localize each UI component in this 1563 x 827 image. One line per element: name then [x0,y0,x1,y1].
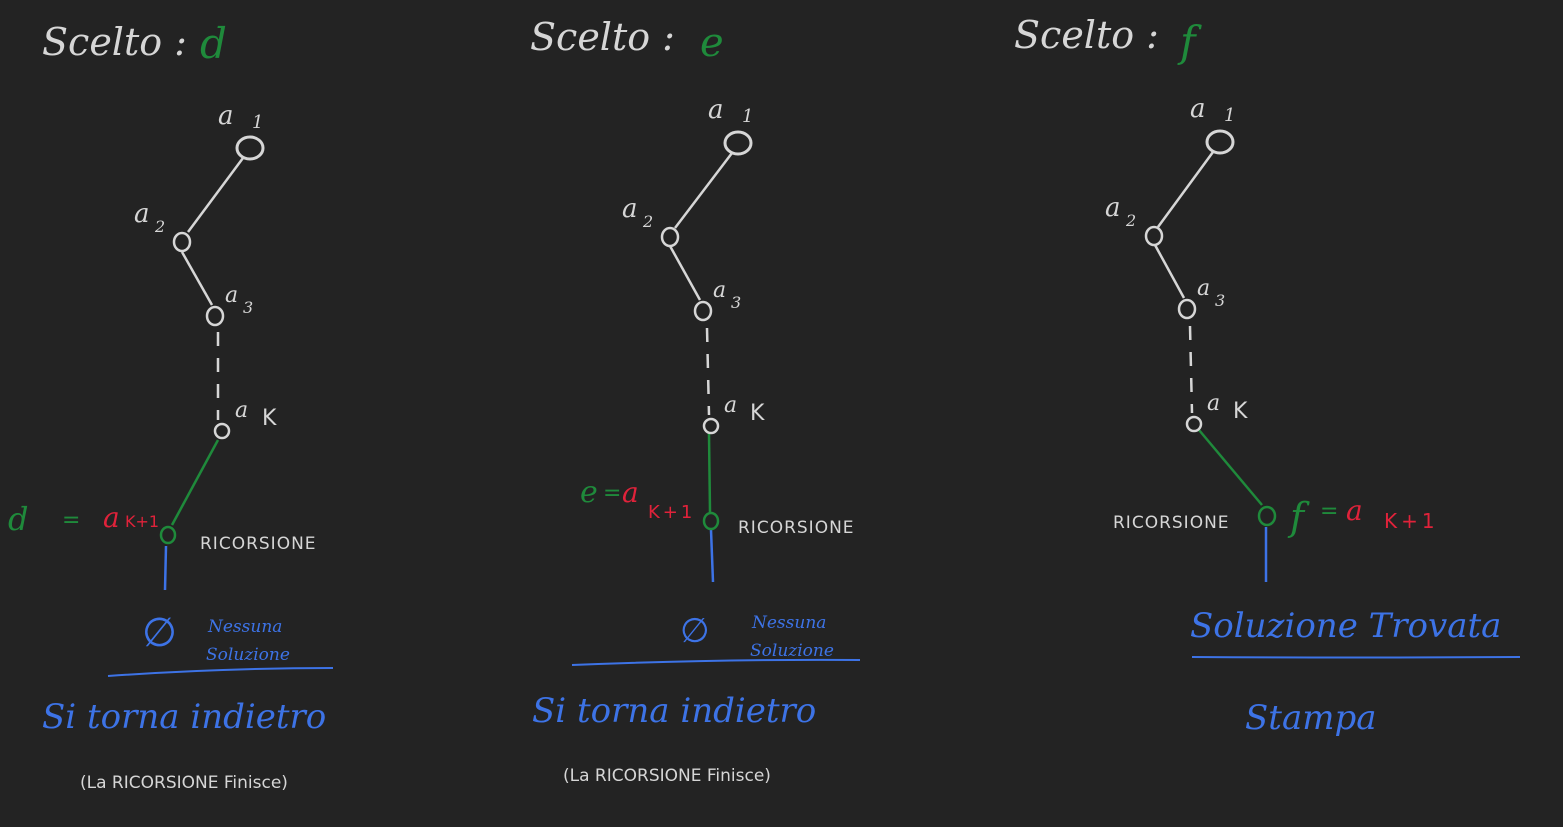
assign-a: a [103,501,120,534]
label-a3: a [225,283,238,308]
panel-3-title: Scelto : [1014,13,1159,57]
assign-a: a [622,476,639,509]
label-a1-sub: 1 [252,112,263,133]
assign-eq: = [603,481,621,506]
recursion-label: RICORSIONE [200,534,317,554]
label-ak-sub: K [750,401,765,426]
edge-ak-choice [707,433,712,513]
label-a3-sub: 3 [731,293,741,312]
label-ak: a [1207,391,1220,416]
node-choice [159,525,177,545]
assign-sub: K+1 [125,512,159,531]
label-a1: a [708,95,724,125]
node-a3 [1177,298,1197,320]
label-a2: a [1105,193,1121,223]
label-a3: a [1197,276,1210,301]
edge-a1-a2 [674,152,733,229]
edge-a3-ak-dashed [1188,325,1194,414]
node-a3 [205,305,225,327]
assign-sub: K+1 [648,502,695,523]
node-a1 [235,135,265,161]
outcome-underline [571,658,861,666]
panel-2-title: Scelto : [530,15,675,59]
label-a1-sub: 1 [742,106,753,127]
node-a2 [660,226,680,248]
label-a1-sub: 1 [1224,105,1235,126]
assign-a: a [1346,494,1363,527]
node-a3 [693,300,713,322]
result-note: (La RICORSIONE Finisce) [563,766,771,786]
outcome-line-1: Nessuna [751,613,826,633]
edge-ak-choice [170,439,220,526]
panel-1-title: Scelto : [42,20,187,64]
node-ak [702,417,720,435]
label-a3-sub: 3 [1215,291,1225,310]
result-text: Stampa [1245,698,1377,738]
outcome-underline [107,667,334,677]
edge-a2-a3 [180,251,214,306]
panel-1: Scelto : d a 1 a 2 a 3 a K d = a K+1 RIC… [8,19,334,793]
outcome-line-2: Soluzione [206,645,290,665]
node-a1 [1205,129,1235,155]
label-ak: a [235,398,248,423]
label-ak: a [724,393,737,418]
assign-sub: K+1 [1384,509,1439,533]
node-choice [702,511,720,531]
outcome-underline [1191,656,1521,659]
outcome-line-1: Nessuna [207,617,282,637]
edge-ak-choice [1198,429,1263,506]
edge-a3-ak-dashed [705,327,711,416]
assign-eq: = [1320,499,1338,524]
edge-a1-a2 [1156,151,1215,228]
label-ak-sub: K [1233,399,1248,424]
panel-1-choice: d [200,19,227,68]
panel-3-choice: f [1177,17,1202,66]
label-a1: a [1190,94,1206,124]
node-a2 [172,231,192,253]
label-a2-sub: 2 [154,217,165,236]
edge-a1-a2 [186,157,245,233]
label-a1: a [218,101,234,131]
label-a2-sub: 2 [642,212,653,231]
node-ak [1185,415,1203,433]
node-ak [213,422,231,440]
edge-choice-outcome [163,545,168,591]
outcome-found: Soluzione Trovata [1190,606,1501,646]
outcome-line-2: Soluzione [750,641,834,661]
assign-eq: = [62,508,80,533]
label-a2: a [134,199,150,229]
label-a3: a [713,278,726,303]
panel-2: Scelto : e a 1 a 2 a 3 a K e = a K+1 RIC… [530,15,861,786]
label-a3-sub: 3 [243,298,253,317]
result-note: (La RICORSIONE Finisce) [80,773,288,793]
node-a2 [1144,225,1164,247]
edge-a2-a3 [1153,244,1186,299]
edge-a2-a3 [668,245,702,301]
assign-var: f [1287,495,1310,539]
empty-set-symbol: ∅ [680,611,710,651]
recursion-label: RICORSIONE [1113,513,1230,533]
label-ak-sub: K [262,406,277,431]
result-text: Si torna indietro [532,691,816,731]
result-text: Si torna indietro [42,697,326,737]
panel-3: Scelto : f a 1 a 2 a 3 a K RICORSIONE f … [1014,13,1521,738]
label-a2-sub: 2 [1125,211,1136,230]
node-a1 [723,130,753,156]
edge-choice-outcome [709,529,715,583]
panel-2-choice: e [700,20,724,66]
assign-var: d [8,500,28,538]
label-a2: a [622,194,638,224]
assign-var: e [580,475,598,510]
node-choice [1257,505,1277,527]
empty-set-symbol: ∅ [142,610,177,656]
recursion-label: RICORSIONE [738,518,855,538]
